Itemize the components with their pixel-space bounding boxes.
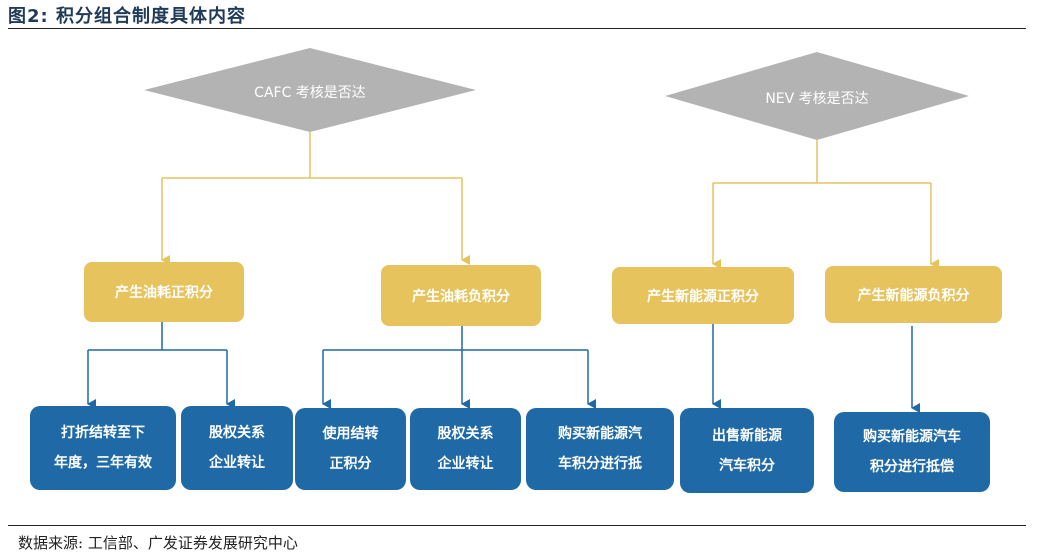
buy-nev-offset-line-2: 车积分进行抵 [558,456,642,472]
buy-nev-compensate-line-1: 购买新能源汽车 [863,429,961,445]
fuel-negative-credit-box: 产生油耗负积分 [381,265,541,326]
fuel-positive-credit-label: 产生油耗正积分 [115,285,213,301]
use-carried-line-2: 正积分 [329,456,372,472]
affiliate-transfer-box-1: 股权关系企业转让 [181,406,293,490]
affiliate-transfer-1-line-1: 股权关系 [209,425,265,441]
affiliate-transfer-2-line-2: 企业转让 [437,456,494,472]
carry-over-line-2: 年度，三年有效 [54,455,152,471]
cafc-decision-label: CAFC 考核是否达 [254,85,366,101]
fuel-negative-credit-label: 产生油耗负积分 [412,288,510,305]
buy-nev-compensate-line-2: 积分进行抵偿 [870,459,954,475]
fuel-positive-credit-box: 产生油耗正积分 [84,262,244,322]
source-note: 数据来源: 工信部、广发证券发展研究中心 [18,534,298,552]
nev-decision-label: NEV 考核是否达 [765,91,869,107]
cafc-decision-diamond [144,48,476,132]
sell-nev-line-2: 汽车积分 [719,457,775,474]
bottom-rule [8,525,1026,526]
buy-nev-offset-box: 购买新能源汽车积分进行抵 [526,408,674,490]
sell-nev-credit-box: 出售新能源汽车积分 [680,408,814,493]
nev-positive-credit-box: 产生新能源正积分 [612,267,794,324]
buy-nev-offset-line-1: 购买新能源汽 [558,426,642,442]
affiliate-transfer-2-line-1: 股权关系 [437,426,494,442]
carry-over-line-1: 打折结转至下 [61,425,145,441]
top-rule [8,28,1026,29]
nev-negative-credit-label: 产生新能源负积分 [857,287,970,304]
nev-decision-diamond [665,52,969,140]
sell-nev-line-1: 出售新能源 [712,427,782,444]
carry-over-box: 打折结转至下年度，三年有效 [30,406,176,490]
figure-title: 图2: 积分组合制度具体内容 [8,6,246,27]
affiliate-transfer-box-2: 股权关系企业转让 [410,408,521,490]
nev-positive-credit-label: 产生新能源正积分 [647,288,759,305]
use-carried-line-1: 使用结转 [322,426,379,442]
use-carried-credit-box: 使用结转正积分 [295,408,406,490]
buy-nev-compensate-box: 购买新能源汽车积分进行抵偿 [834,412,990,492]
affiliate-transfer-1-line-2: 企业转让 [209,455,265,471]
nev-negative-credit-box: 产生新能源负积分 [825,266,1002,323]
